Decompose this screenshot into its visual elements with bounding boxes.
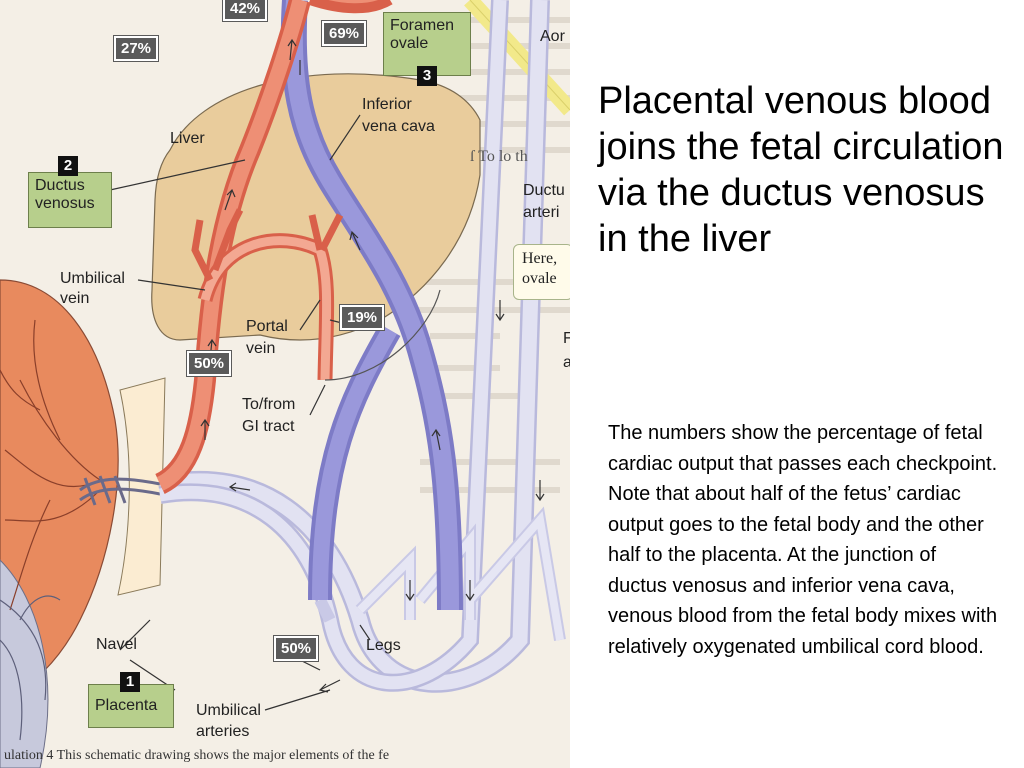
ductus-box-line2: venosus — [35, 195, 95, 213]
label-right-partial-1: F — [563, 330, 570, 347]
label-umbilical-vein-line2: vein — [60, 290, 90, 307]
percent-badge-portal: 19% — [338, 304, 386, 331]
umbilical-cord-coil — [79, 475, 161, 506]
figure-caption: ulation 4 This schematic drawing shows t… — [4, 748, 390, 763]
placenta-box-label: Placenta — [95, 697, 158, 714]
liver-shape — [151, 73, 481, 341]
label-gi-line1: To/from — [242, 396, 296, 413]
leader-lines — [109, 60, 371, 711]
percent-badge-top: 42% — [221, 0, 269, 22]
label-ivc-line2: vena cava — [362, 118, 435, 135]
placenta-shape — [0, 279, 119, 701]
label-right-partial-2: a — [563, 354, 570, 371]
slide-title: Placental venous blood joins the fetal c… — [598, 80, 1004, 260]
placenta-box: Placenta — [88, 684, 174, 728]
placental-vessels — [0, 319, 101, 611]
label-ductus-arteriosus-line1: Ductu — [523, 182, 565, 199]
ductus-box-line1: Ductus — [35, 177, 85, 194]
label-umb-art-line1: Umbilical — [196, 702, 261, 719]
label-legs: Legs — [366, 637, 401, 654]
label-navel: Navel — [96, 636, 137, 653]
note-box: Here, ovale — [513, 244, 570, 300]
ductus-number-badge: 2 — [58, 156, 78, 176]
label-ductus-arteriosus-line2: arteri — [523, 204, 560, 221]
note-box-line1: Here, — [522, 250, 558, 267]
fetal-circulation-diagram: ſ To lo th Liver Inferior vena cava Umbi… — [0, 0, 570, 768]
ductus-venosus-box: Ductus venosus — [28, 172, 112, 228]
foramen-number-badge: 3 — [417, 66, 437, 86]
label-aorta-partial: Aor — [540, 28, 565, 45]
placenta-number-badge: 1 — [120, 672, 140, 692]
label-portal-line2: vein — [246, 340, 276, 357]
foramen-box-line2: ovale — [390, 35, 429, 53]
note-box-line2: ovale — [522, 270, 557, 287]
uterine-vessels — [0, 595, 61, 741]
percent-badge-left-top: 27% — [112, 35, 160, 62]
percent-badge-foramen: 69% — [320, 20, 368, 47]
navel-cord — [117, 377, 166, 596]
slide-body-text: The numbers show the percentage of fetal… — [608, 422, 998, 658]
label-umbilical-vein-line1: Umbilical — [60, 270, 125, 287]
percent-badge-umbilical-arteries: 50% — [272, 635, 320, 662]
background-book-text: ſ To lo th — [470, 148, 528, 165]
label-gi-line2: GI tract — [242, 418, 295, 435]
flow-arrows — [200, 38, 545, 693]
label-liver: Liver — [170, 130, 205, 147]
gi-tract-line — [324, 289, 441, 381]
foramen-box-line1: Foramen — [390, 17, 455, 34]
label-umb-art-line2: arteries — [196, 723, 250, 740]
heart-vessel — [308, 0, 393, 14]
label-ivc-line1: Inferior — [362, 96, 412, 113]
uterine-wall — [0, 559, 49, 768]
liver-branches — [191, 208, 344, 282]
diagram-artwork — [0, 0, 570, 768]
label-portal-line1: Portal — [246, 318, 288, 335]
percent-badge-umbilical-vein: 50% — [185, 350, 233, 377]
